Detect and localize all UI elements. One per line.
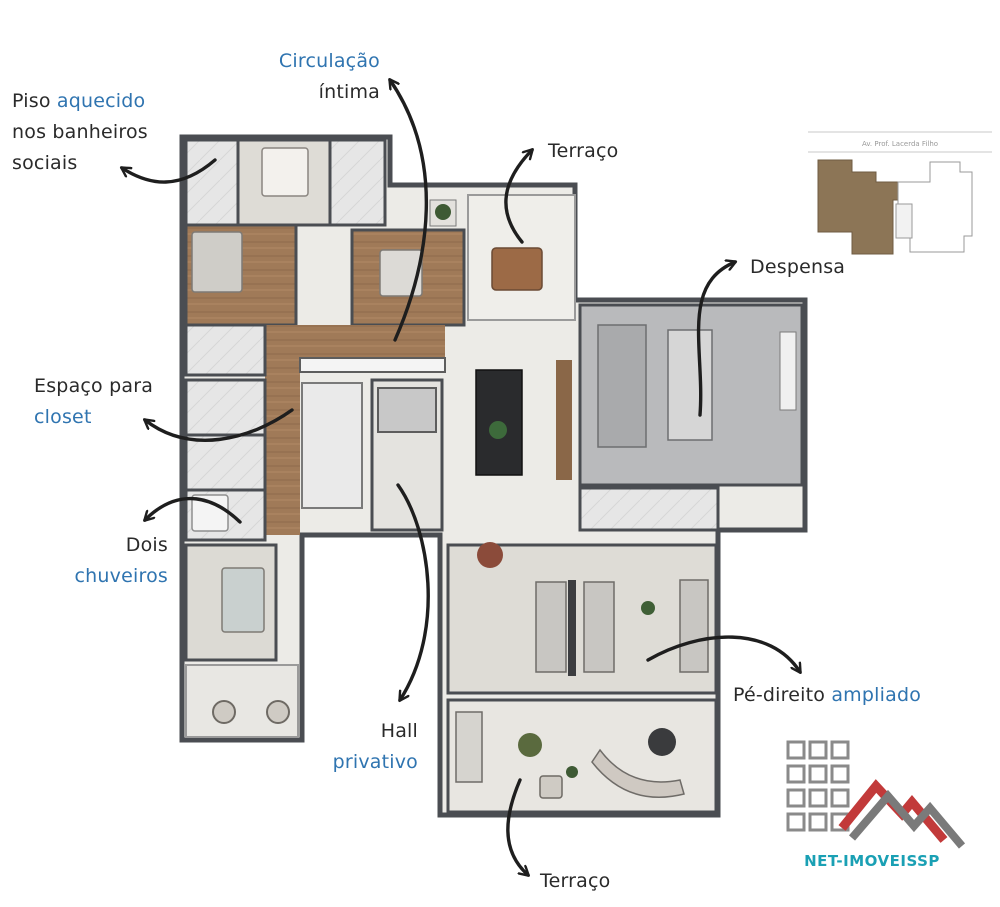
sofa-c: [679, 579, 709, 673]
pantry-shelf: [779, 331, 797, 411]
arrow-dois-chuveiros: [145, 496, 242, 524]
corridor-wood: [265, 325, 445, 535]
terraco-top-text: Terraço: [548, 140, 619, 162]
pe-direito-highlight: ampliado: [831, 684, 922, 706]
dois-line1: Dois: [125, 534, 168, 556]
label-terraco-top: Terraço: [548, 136, 618, 167]
bed-mid: [379, 249, 423, 297]
terrace-plant-1: [518, 733, 542, 757]
dois-line2: chuveiros: [74, 565, 168, 587]
sofa-a: [535, 581, 567, 673]
callout-arrows: [122, 80, 800, 875]
elevator: [377, 387, 437, 433]
circulacao-line1: Circulação: [278, 50, 380, 72]
bed-top: [261, 147, 309, 197]
terrace-chair: [539, 775, 563, 799]
label-hall-privativo: Hall privativo: [290, 716, 418, 778]
arrow-despensa: [696, 262, 735, 417]
logo-roof-grey: [848, 789, 966, 849]
terrace-plant-2: [566, 766, 578, 778]
chair-left-2: [266, 700, 290, 724]
arrow-espaco-closet: [145, 408, 294, 442]
bathroom-top-right: [328, 138, 387, 227]
label-piso-aquecido: Piso aquecido nos banheiros sociais: [12, 86, 148, 179]
terrace-table: [648, 728, 676, 756]
logo-grid-squares: [786, 740, 850, 832]
hall-line2: privativo: [332, 751, 418, 773]
label-circulacao-intima: Circulação íntima: [230, 46, 380, 108]
label-espaco-closet: Espaço para closet: [34, 371, 153, 433]
service-bathroom: [578, 486, 720, 532]
dining-plant: [489, 421, 507, 439]
espaco-line2: closet: [34, 406, 92, 428]
piso-highlight: aquecido: [56, 90, 146, 112]
arrow-terraco-bottom: [506, 778, 528, 875]
sideboard: [556, 360, 572, 480]
living-divider: [568, 580, 576, 676]
living-plant: [641, 601, 655, 615]
closet-shelf-a: [301, 382, 363, 509]
bathroom-top-left: [184, 138, 240, 227]
arrow-pe-direito: [646, 635, 800, 672]
minimap-core: [895, 203, 913, 239]
pe-direito-plain: Pé-direito: [733, 684, 832, 706]
bathroom-c: [184, 433, 267, 492]
corridor-bar: [299, 357, 446, 373]
piso-line2: nos banheiros: [12, 121, 148, 143]
minimap-unit-highlighted: [817, 159, 899, 255]
bathroom-b: [184, 378, 267, 437]
arrow-piso-aquecido: [122, 158, 217, 184]
piso-line3: sociais: [12, 152, 78, 174]
sofa-b: [583, 581, 615, 673]
piso-plain: Piso: [12, 90, 57, 112]
living-room: [446, 543, 718, 695]
dining-table-terrace: [491, 247, 543, 291]
terraco-bottom-text: Terraço: [540, 870, 611, 892]
arrow-terraco-top: [504, 150, 532, 244]
bed-left: [191, 231, 243, 293]
label-terraco-bottom: Terraço: [540, 866, 610, 897]
label-despensa: Despensa: [750, 252, 845, 283]
floor-plan: [179, 134, 808, 818]
plant-top-leaf: [435, 204, 451, 220]
hall-line1: Hall: [380, 720, 418, 742]
label-dois-chuveiros: Dois chuveiros: [20, 530, 168, 592]
arrow-hall-privativo: [396, 483, 430, 700]
minimap: Av. Prof. Lacerda Filho: [808, 131, 992, 255]
terrace-sofa: [591, 748, 685, 798]
terrace-bench: [455, 711, 483, 783]
despensa-text: Despensa: [750, 256, 846, 278]
bathroom-a: [184, 323, 267, 377]
minimap-caption: Av. Prof. Lacerda Filho: [862, 140, 938, 148]
arrow-circulacao-intima: [390, 80, 429, 342]
circulacao-line2: íntima: [318, 81, 380, 103]
brand-name: NET-IMOVEISSP: [804, 852, 940, 870]
brand-logo: [786, 740, 966, 849]
kitchen-counter: [667, 329, 713, 441]
bed-bottom: [221, 567, 265, 633]
armchair: [477, 542, 503, 568]
espaco-line1: Espaço para: [34, 375, 154, 397]
chair-left-1: [212, 700, 236, 724]
kitchen-island: [597, 324, 647, 448]
label-pe-direito: Pé-direito ampliado: [733, 680, 921, 711]
